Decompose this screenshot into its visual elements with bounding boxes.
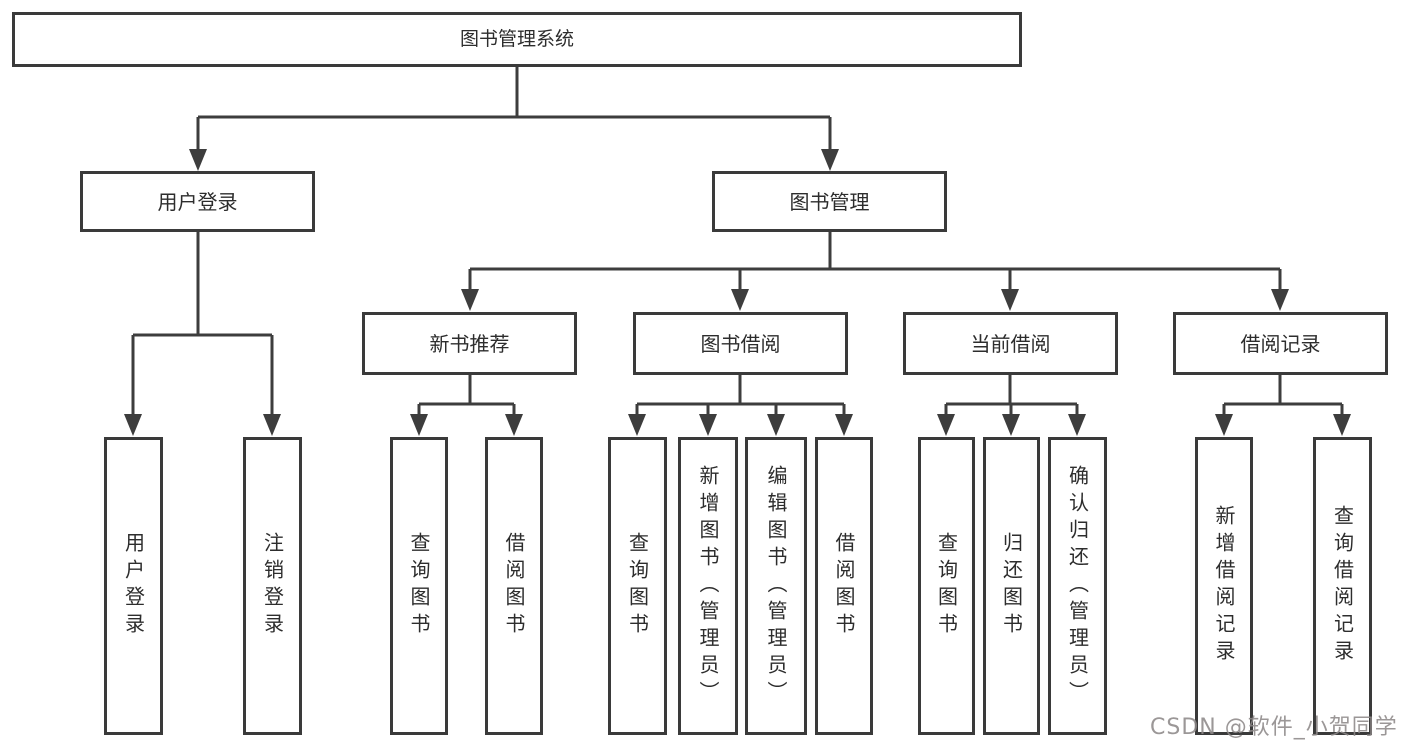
leaf-edit-book-admin: 编辑图书（管理员） [745, 437, 807, 735]
csdn-watermark: CSDN @软件_小贺同学 [1150, 715, 1398, 740]
node-user-login: 用户登录 [80, 171, 315, 232]
leaf-confirm-return-admin: 确认归还（管理员） [1048, 437, 1107, 735]
node-new-book-recommendation: 新书推荐 [362, 312, 577, 375]
leaf-add-borrow-record: 新增借阅记录 [1195, 437, 1253, 735]
leaf-return-book: 归还图书 [983, 437, 1040, 735]
leaf-logout: 注销登录 [243, 437, 302, 735]
arrowheads [124, 149, 1351, 436]
leaf-user-login: 用户登录 [104, 437, 163, 735]
leaf-add-book-admin: 新增图书（管理员） [678, 437, 738, 735]
leaf-borrow-books-borrowing: 借阅图书 [815, 437, 873, 735]
leaf-borrow-books-recommend: 借阅图书 [485, 437, 543, 735]
leaf-query-borrow-record: 查询借阅记录 [1313, 437, 1372, 735]
leaf-query-books-current: 查询图书 [918, 437, 975, 735]
leaf-query-books-borrowing: 查询图书 [608, 437, 667, 735]
node-library-management-system: 图书管理系统 [12, 12, 1022, 67]
node-borrowing-records: 借阅记录 [1173, 312, 1388, 375]
node-book-borrowing: 图书借阅 [633, 312, 848, 375]
node-current-borrowing: 当前借阅 [903, 312, 1118, 375]
leaf-query-books-recommend: 查询图书 [390, 437, 448, 735]
node-book-management: 图书管理 [712, 171, 947, 232]
